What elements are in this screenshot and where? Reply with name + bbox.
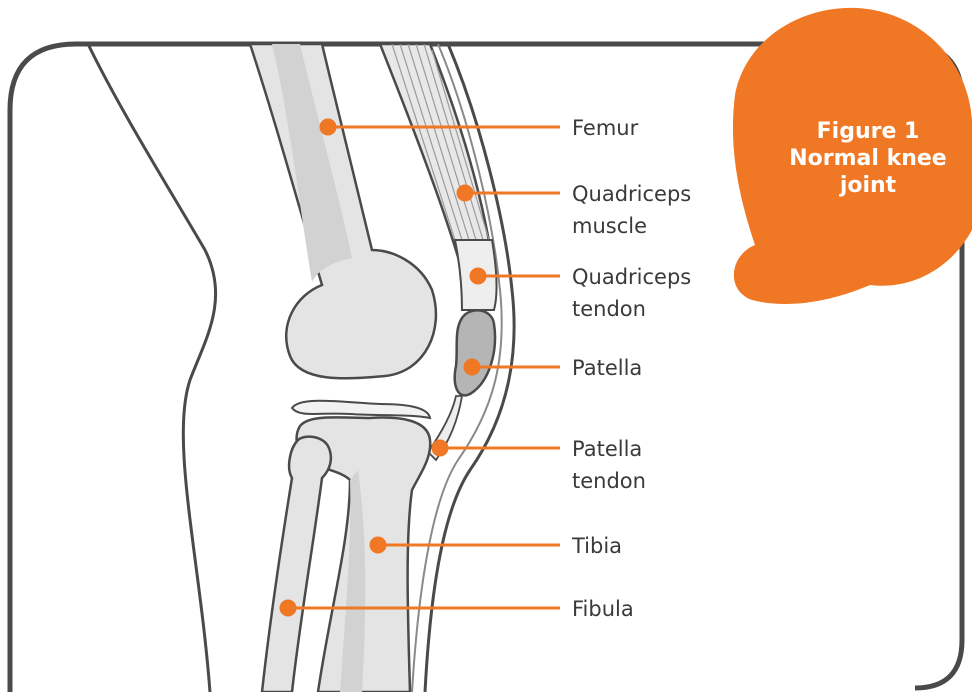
badge-line-3: joint bbox=[839, 173, 897, 198]
meniscus-shape bbox=[292, 401, 430, 418]
anatomy-illustration bbox=[88, 44, 514, 692]
label-quadriceps-tendon-line2: tendon bbox=[572, 297, 646, 321]
label-patella: Patella bbox=[572, 356, 642, 380]
patella-marker bbox=[465, 360, 479, 374]
label-fibula: Fibula bbox=[572, 597, 634, 621]
fibula-marker bbox=[281, 601, 295, 615]
patella-shape bbox=[455, 310, 495, 395]
back-skin-line bbox=[88, 44, 216, 692]
label-quadriceps-muscle-line1: Quadriceps bbox=[572, 182, 691, 206]
label-quadriceps-tendon-line1: Quadriceps bbox=[572, 265, 691, 289]
label-patella-tendon-line2: tendon bbox=[572, 469, 646, 493]
label-patella-tendon-line1: Patella bbox=[572, 437, 642, 461]
labels: Femur Quadriceps muscle Quadriceps tendo… bbox=[571, 116, 691, 621]
quadriceps-muscle-marker bbox=[458, 186, 472, 200]
patella-tendon-marker bbox=[433, 441, 447, 455]
label-femur: Femur bbox=[572, 116, 639, 140]
badge-line-1: Figure 1 bbox=[817, 119, 920, 144]
tibia-marker bbox=[371, 538, 385, 552]
femur-marker bbox=[321, 120, 335, 134]
label-tibia: Tibia bbox=[571, 534, 622, 558]
fibula-shape bbox=[262, 437, 331, 692]
label-quadriceps-muscle-line2: muscle bbox=[572, 214, 647, 238]
quadriceps-tendon-marker bbox=[471, 269, 485, 283]
badge-line-2: Normal knee bbox=[789, 146, 946, 171]
